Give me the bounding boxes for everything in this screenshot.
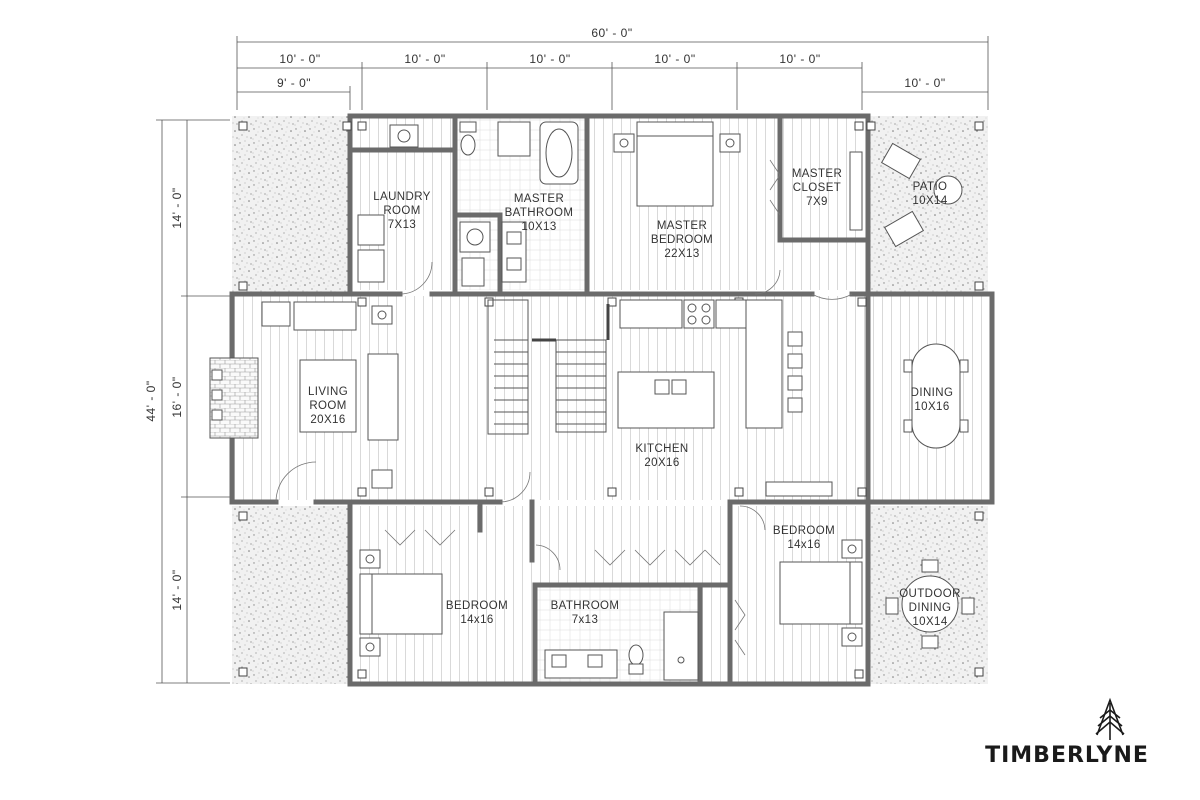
laundry-label-line2: ROOM [383,205,420,217]
depth-segment-2: 16' - 0" [170,376,184,417]
bathroom-label: BATHROOM [551,600,620,612]
master-bedroom-furniture [613,121,863,231]
pine-tree-icon [1095,697,1125,740]
master-bath-label-line1: MASTER [514,193,564,205]
bedroom-left-label: BEDROOM [446,600,508,612]
living-room-label-line1: LIVING [308,386,348,398]
master-bath-fixtures [459,121,579,287]
left-porch-width: 9' - 0" [277,76,311,90]
bedroom-right-label-size: 14x16 [787,539,820,551]
dimension-lines [156,36,989,684]
kitchen-label-size: 20X16 [644,457,679,469]
width-segment-4: 10' - 0" [654,52,695,66]
outdoor-dining-label-line1: OUTDOOR [899,588,961,600]
master-closet-label-size: 7X9 [806,196,828,208]
stairs [487,299,610,435]
master-closet-label-line1: MASTER [792,168,842,180]
patio-label-size: 10X14 [912,195,947,207]
master-bedroom-label-size: 22X13 [664,248,699,260]
bedroom-right-label: BEDROOM [773,525,835,537]
dining-furniture [903,343,969,449]
master-bedroom-label-line2: BEDROOM [651,234,713,246]
gravel-areas [232,116,988,684]
width-segment-2: 10' - 0" [404,52,445,66]
overall-depth-label: 44' - 0" [144,380,158,421]
dining-label-size: 10X16 [914,401,949,413]
brand-name: TIMBERLYNE [985,743,1149,768]
bathroom-fixtures [544,611,699,681]
kitchen-fixtures [617,299,833,497]
outdoor-dining-label-line2: DINING [909,602,952,614]
width-segment-3: 10' - 0" [529,52,570,66]
master-closet-label-line2: CLOSET [793,182,841,194]
master-bath-label-line2: BATHROOM [505,207,574,219]
width-segment-5: 10' - 0" [779,52,820,66]
master-bath-label-size: 10X13 [521,221,556,233]
master-bedroom-label-line1: MASTER [657,220,707,232]
walls [229,113,995,687]
outdoor-dining-label-size: 10X14 [912,616,947,628]
width-segment-1: 10' - 0" [279,52,320,66]
bedroom-left-furniture [359,549,443,657]
depth-segment-3: 14' - 0" [170,569,184,610]
living-room-label-size: 20X16 [310,414,345,426]
laundry-fixtures [357,124,419,283]
bedroom-right-furniture [779,539,863,647]
laundry-label-line1: LAUNDRY [373,191,431,203]
patio-label: PATIO [913,181,948,193]
living-room-label-line2: ROOM [309,400,346,412]
bathroom-label-size: 7x13 [572,614,599,626]
outdoor-dining-furniture [885,559,975,649]
dining-label: DINING [911,387,954,399]
laundry-label-size: 7X13 [388,219,416,231]
right-porch-width: 10' - 0" [904,76,945,90]
depth-segment-1: 14' - 0" [170,187,184,228]
patio-furniture [880,142,963,248]
column-posts [238,121,984,679]
door-swings [275,159,853,656]
kitchen-label: KITCHEN [635,443,688,455]
overall-width-label: 60' - 0" [591,26,632,40]
bedroom-left-label-size: 14x16 [460,614,493,626]
living-furniture [209,301,399,489]
